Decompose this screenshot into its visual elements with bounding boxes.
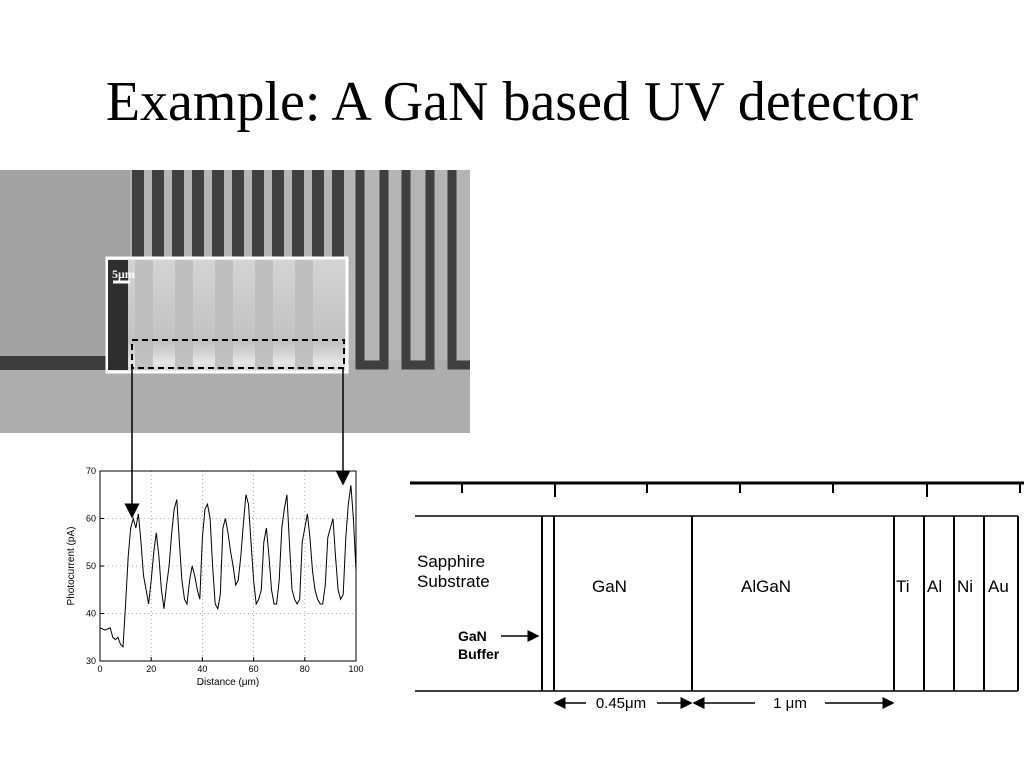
x-tick-label: 100	[348, 664, 363, 674]
y-tick-label: 60	[86, 514, 96, 524]
layer-label-gan: GaN	[592, 577, 627, 596]
y-axis-ticks: 30 40 50 60 70	[86, 466, 104, 666]
layer-label-au: Au	[988, 577, 1009, 596]
x-tick-label: 20	[146, 664, 156, 674]
y-tick-label: 50	[86, 561, 96, 571]
sem-micrograph: 5μm	[0, 170, 470, 433]
x-tick-label: 40	[197, 664, 207, 674]
buffer-label-gan: GaN	[458, 628, 487, 644]
x-axis-label: Distance (μm)	[197, 677, 259, 688]
y-axis-label: Photocurrent (pA)	[66, 527, 77, 606]
y-tick-label: 70	[86, 466, 96, 476]
layer-label-ti: Ti	[896, 577, 910, 596]
buffer-label-buffer: Buffer	[458, 646, 500, 662]
scale-bar-label: 5μm	[112, 267, 135, 281]
series-line	[99, 485, 357, 648]
layer-structure-diagram: Sapphire Substrate GaN AlGaN Ti Al Ni Au…	[410, 481, 1024, 712]
layer-label-sapphire: Sapphire	[417, 552, 485, 571]
layer-label-al: Al	[927, 577, 942, 596]
slide-title: Example: A GaN based UV detector	[105, 71, 919, 133]
layer-label-substrate: Substrate	[417, 572, 490, 591]
x-tick-label: 80	[300, 664, 310, 674]
x-tick-label: 0	[97, 664, 102, 674]
y-tick-label: 30	[86, 656, 96, 666]
photocurrent-chart: 0 20 40 60 80 100 30 40 50 60 70 Distance (μm) Ph…	[66, 466, 364, 688]
y-tick-label: 40	[86, 609, 96, 619]
layer-label-algan: AlGaN	[741, 577, 791, 596]
chart-grid	[100, 471, 356, 661]
dim-label-algan: 1 μm	[773, 695, 807, 712]
layer-label-ni: Ni	[957, 577, 973, 596]
x-axis-ticks: 0 20 40 60 80 100	[97, 657, 364, 674]
dim-label-gan: 0.45μm	[596, 695, 646, 712]
x-tick-label: 60	[249, 664, 259, 674]
